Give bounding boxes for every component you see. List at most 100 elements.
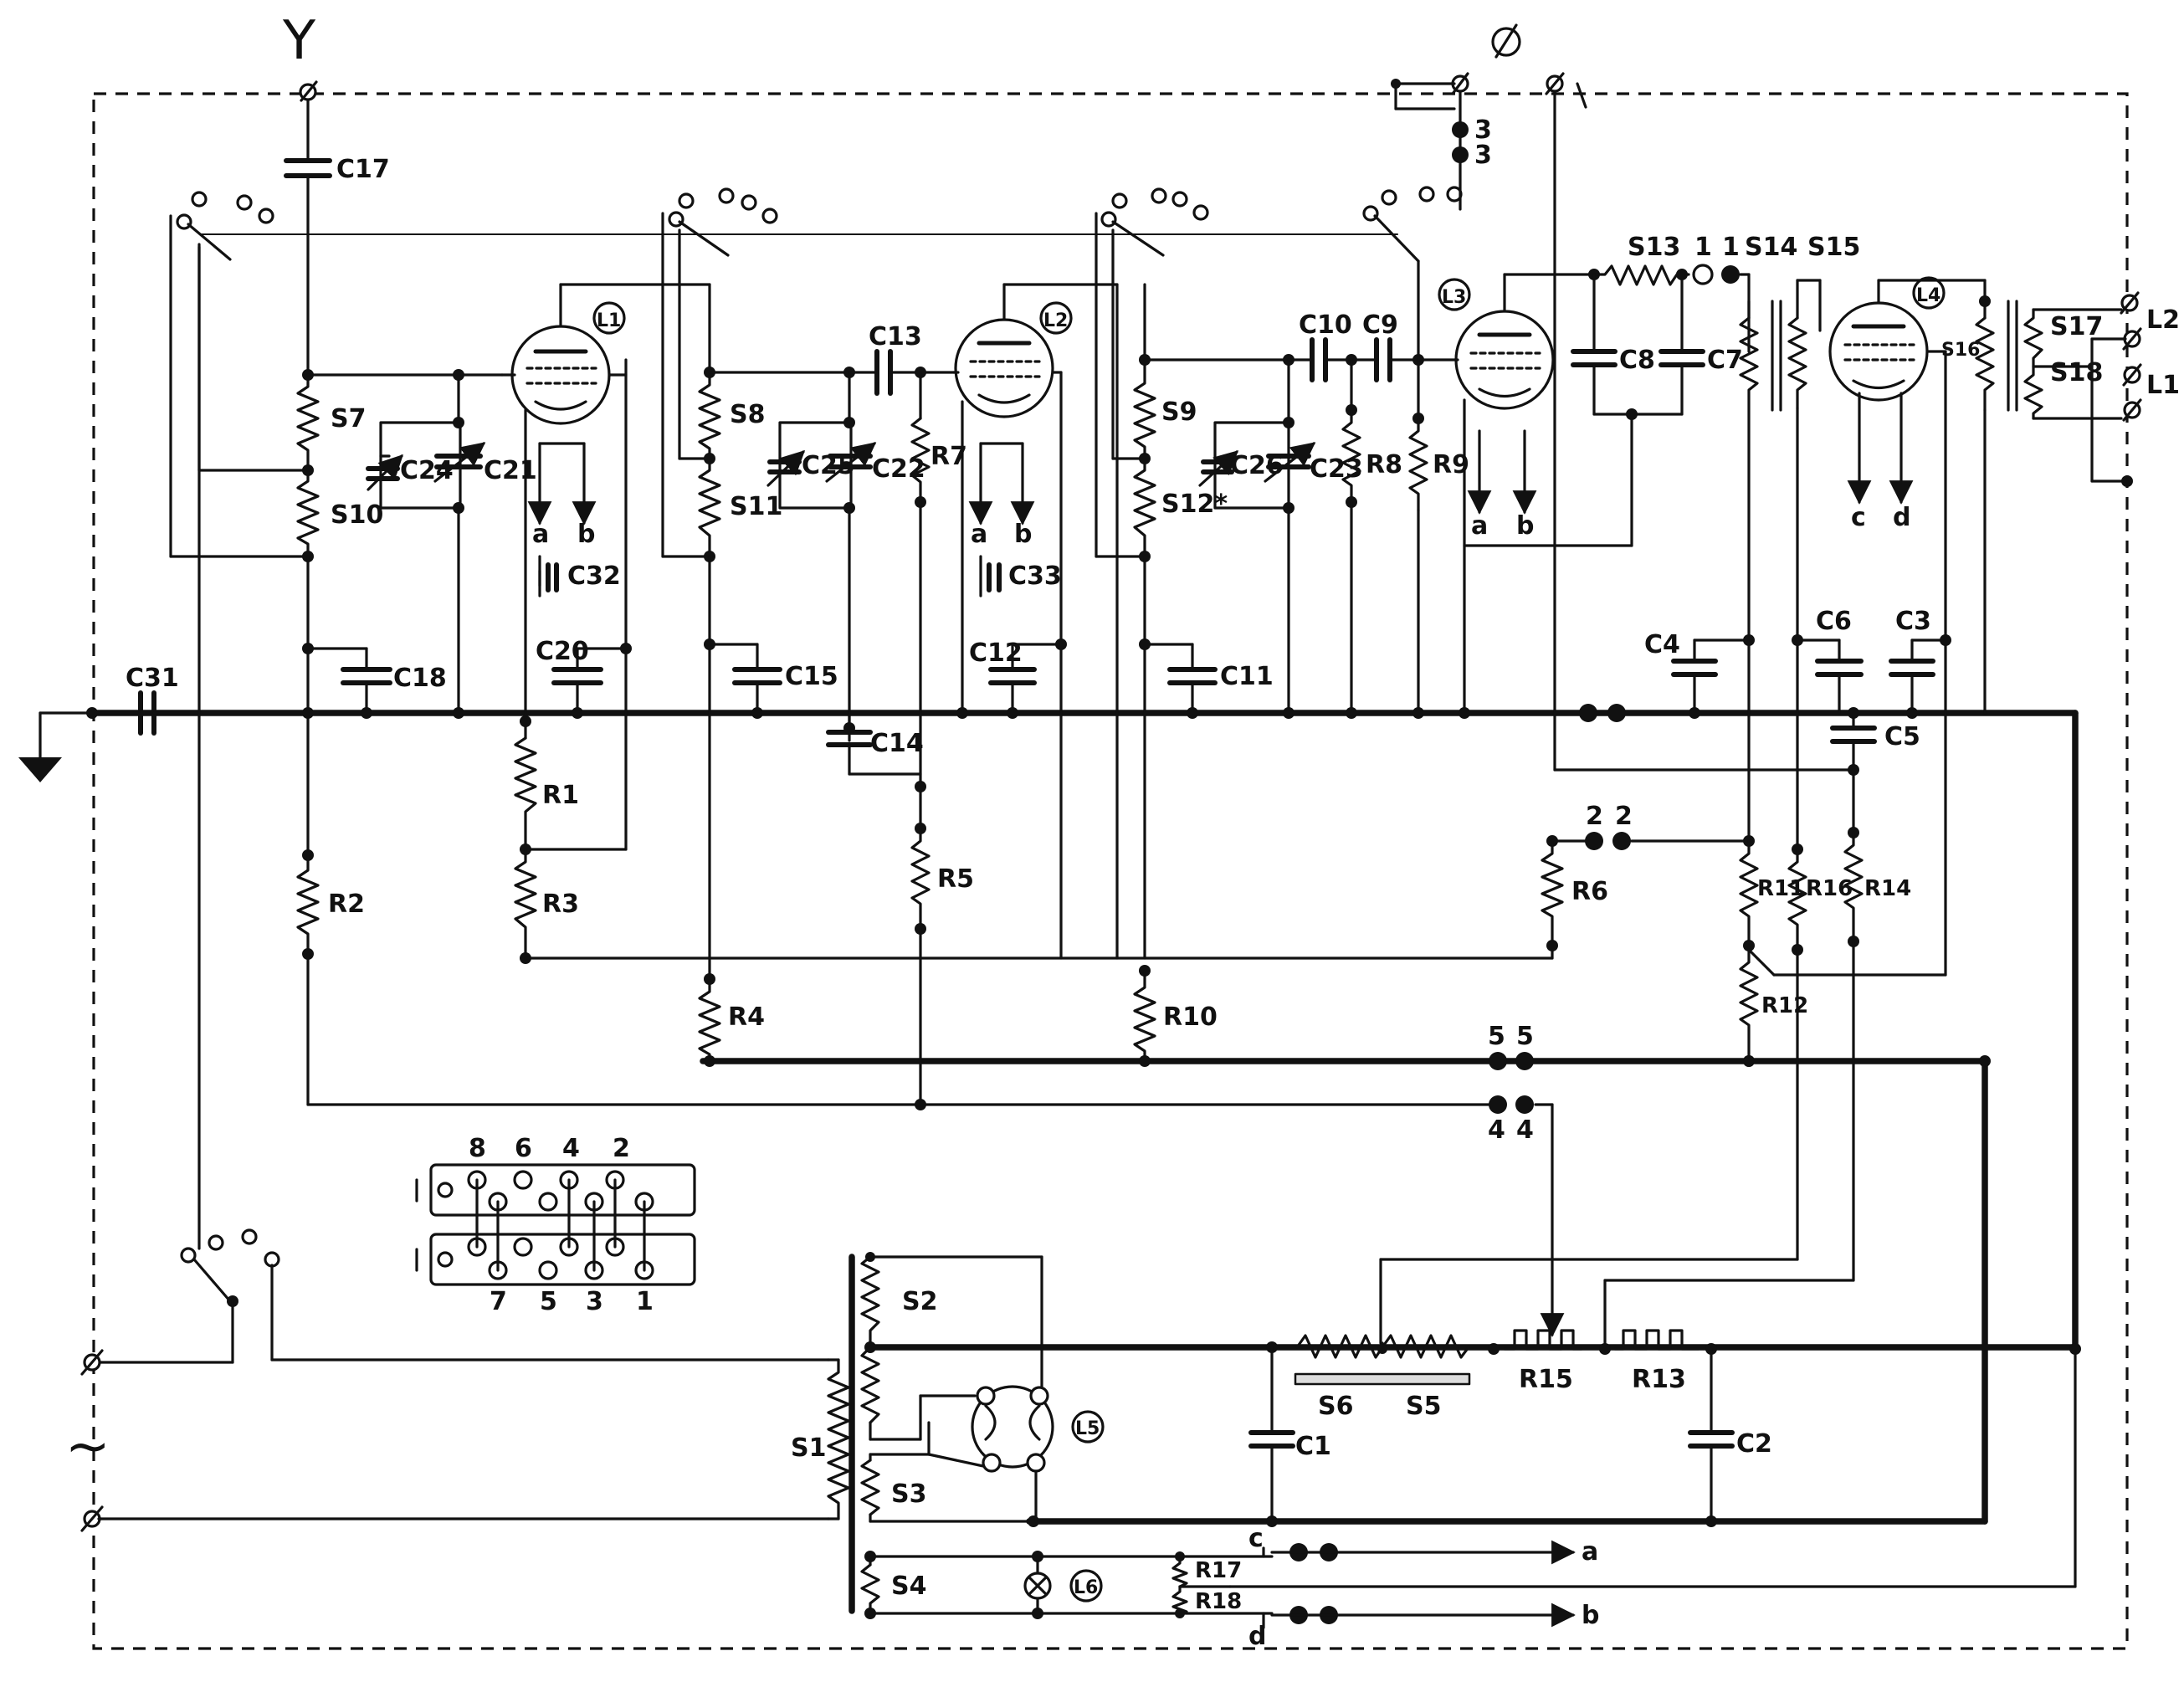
svg-text:R14: R14: [1864, 876, 1911, 901]
coil-s11: S11: [698, 457, 782, 558]
mains-switch[interactable]: [90, 245, 830, 1364]
conn-pin-2: 2: [613, 1134, 630, 1163]
grid-pin-d: d: [1893, 503, 1910, 532]
capacitor-c12: C12: [969, 638, 1063, 715]
speaker-terminal-l2[interactable]: L2: [2090, 291, 2180, 483]
capacitor-c14: C14: [826, 711, 924, 776]
svg-text:C10: C10: [1299, 310, 1352, 340]
capacitor-c22: C22: [825, 371, 925, 742]
mains-terminal-1[interactable]: [80, 1349, 104, 1376]
svg-text:R12: R12: [1761, 993, 1808, 1018]
svg-text:S14: S14: [1745, 233, 1797, 262]
svg-text:S2: S2: [902, 1287, 937, 1316]
capacitor-c20: C20: [536, 637, 628, 715]
svg-text:C5: C5: [1884, 722, 1920, 751]
conn-pin-6: 6: [515, 1134, 532, 1163]
svg-text:C4: C4: [1644, 630, 1680, 659]
jumper-5a: 5: [1488, 1022, 1505, 1051]
band-switch-2[interactable]: [661, 187, 778, 558]
tube-l5: L5: [971, 1385, 1105, 1473]
svg-text:C1: C1: [1295, 1432, 1331, 1461]
antenna-icon: Y: [282, 10, 318, 102]
resistor-r4: R4: [698, 973, 765, 1067]
svg-text:R13: R13: [1632, 1365, 1686, 1394]
conn-pin-5: 5: [540, 1287, 557, 1316]
capacitor-c11: C11: [1143, 643, 1274, 715]
jumper-2a: 2: [1586, 802, 1603, 831]
resistor-r15: R15: [1503, 1329, 1583, 1394]
label-c31: C31: [126, 664, 179, 693]
chassis-outline: [92, 92, 2129, 1650]
svg-text:S16: S16: [1941, 340, 1980, 361]
grid-pin-c: c: [1851, 503, 1866, 532]
tube-l2: L2: [954, 301, 1073, 418]
capacitor-c18: C18: [306, 647, 447, 715]
coil-s7: S7: [296, 373, 366, 472]
coil-s15: S15: [1787, 233, 1860, 410]
svg-text:R6: R6: [1571, 877, 1608, 906]
resistor-r1: R1: [514, 711, 579, 851]
band-switch-4[interactable]: [1362, 186, 1463, 362]
capacitor-c15: C15: [708, 643, 838, 715]
speaker-terminal-l1[interactable]: L1: [2122, 363, 2180, 422]
resistor-r6: R6: [1541, 835, 1608, 960]
svg-text:L1: L1: [2146, 371, 2180, 400]
capacitor-c3: C3: [1889, 607, 1947, 715]
svg-text:R16: R16: [1806, 876, 1853, 901]
svg-text:S6: S6: [1318, 1392, 1353, 1421]
svg-text:C7: C7: [1707, 346, 1743, 375]
label-l2: L2: [1043, 310, 1068, 331]
svg-text:R2: R2: [328, 890, 365, 919]
svg-text:S11: S11: [730, 492, 782, 521]
grid-pin-b: b: [577, 520, 595, 549]
capacitor-c31: C31: [90, 664, 203, 736]
jumper-4a: 4: [1488, 1115, 1505, 1145]
svg-text:R10: R10: [1163, 1003, 1218, 1032]
capacitor-c32: C32: [538, 555, 621, 597]
label-l5: L5: [1075, 1418, 1100, 1439]
coil-s13: S13: [1588, 233, 1690, 286]
svg-text:C11: C11: [1220, 662, 1274, 691]
svg-text:R15: R15: [1519, 1365, 1573, 1394]
output-label-a: a: [1582, 1537, 1598, 1567]
svg-text:S17: S17: [2050, 312, 2103, 341]
resistor-r2: R2: [296, 849, 365, 960]
capacitor-c21: C21: [433, 373, 537, 715]
coil-s4: S4: [860, 1555, 926, 1615]
coil-s2: S2: [860, 1255, 937, 1424]
svg-text:C17: C17: [336, 155, 390, 184]
svg-text:S15: S15: [1807, 233, 1860, 262]
svg-text:R8: R8: [1366, 450, 1402, 479]
connector-block: 8 6 4 2 7 5 3 1: [415, 1134, 696, 1316]
resistor-r12: R12: [1739, 944, 1808, 1067]
svg-text:S18: S18: [2050, 358, 2103, 387]
grid-pin-a-2: a: [971, 520, 987, 549]
band-switch-3[interactable]: [1095, 187, 1209, 558]
svg-text:S10: S10: [331, 500, 383, 530]
coil-s14: S14: [1739, 233, 1797, 838]
svg-text:C2: C2: [1736, 1429, 1772, 1459]
conn-pin-7: 7: [490, 1287, 507, 1316]
svg-text:C32: C32: [567, 562, 621, 591]
coil-s3: S3: [860, 1453, 931, 1523]
mains-terminal-2[interactable]: [80, 1505, 830, 1532]
svg-text:C24: C24: [400, 456, 454, 485]
svg-text:S9: S9: [1161, 397, 1197, 427]
svg-text:S13: S13: [1628, 233, 1680, 262]
capacitor-c1: C1: [1248, 1346, 1331, 1523]
resistor-r5: R5: [910, 823, 974, 935]
earth-terminal-icon: 3 3: [1394, 23, 1521, 211]
conn-pin-1: 1: [636, 1287, 654, 1316]
svg-text:Y: Y: [282, 10, 316, 72]
capacitor-c17: C17: [284, 155, 390, 184]
jumper-5b: 5: [1516, 1022, 1534, 1051]
jumper-3b: 3: [1474, 141, 1492, 170]
resistor-r10: R10: [1133, 965, 1218, 1067]
resistor-r17: R17: [1171, 1555, 1242, 1588]
svg-text:C12: C12: [969, 638, 1023, 668]
output-label-b: b: [1582, 1601, 1599, 1630]
pickup-terminal[interactable]: [1545, 72, 1855, 772]
heater-label-c: c: [1248, 1524, 1264, 1553]
svg-text:S12*: S12*: [1161, 490, 1228, 519]
resistor-r9: R9: [1408, 358, 1469, 715]
